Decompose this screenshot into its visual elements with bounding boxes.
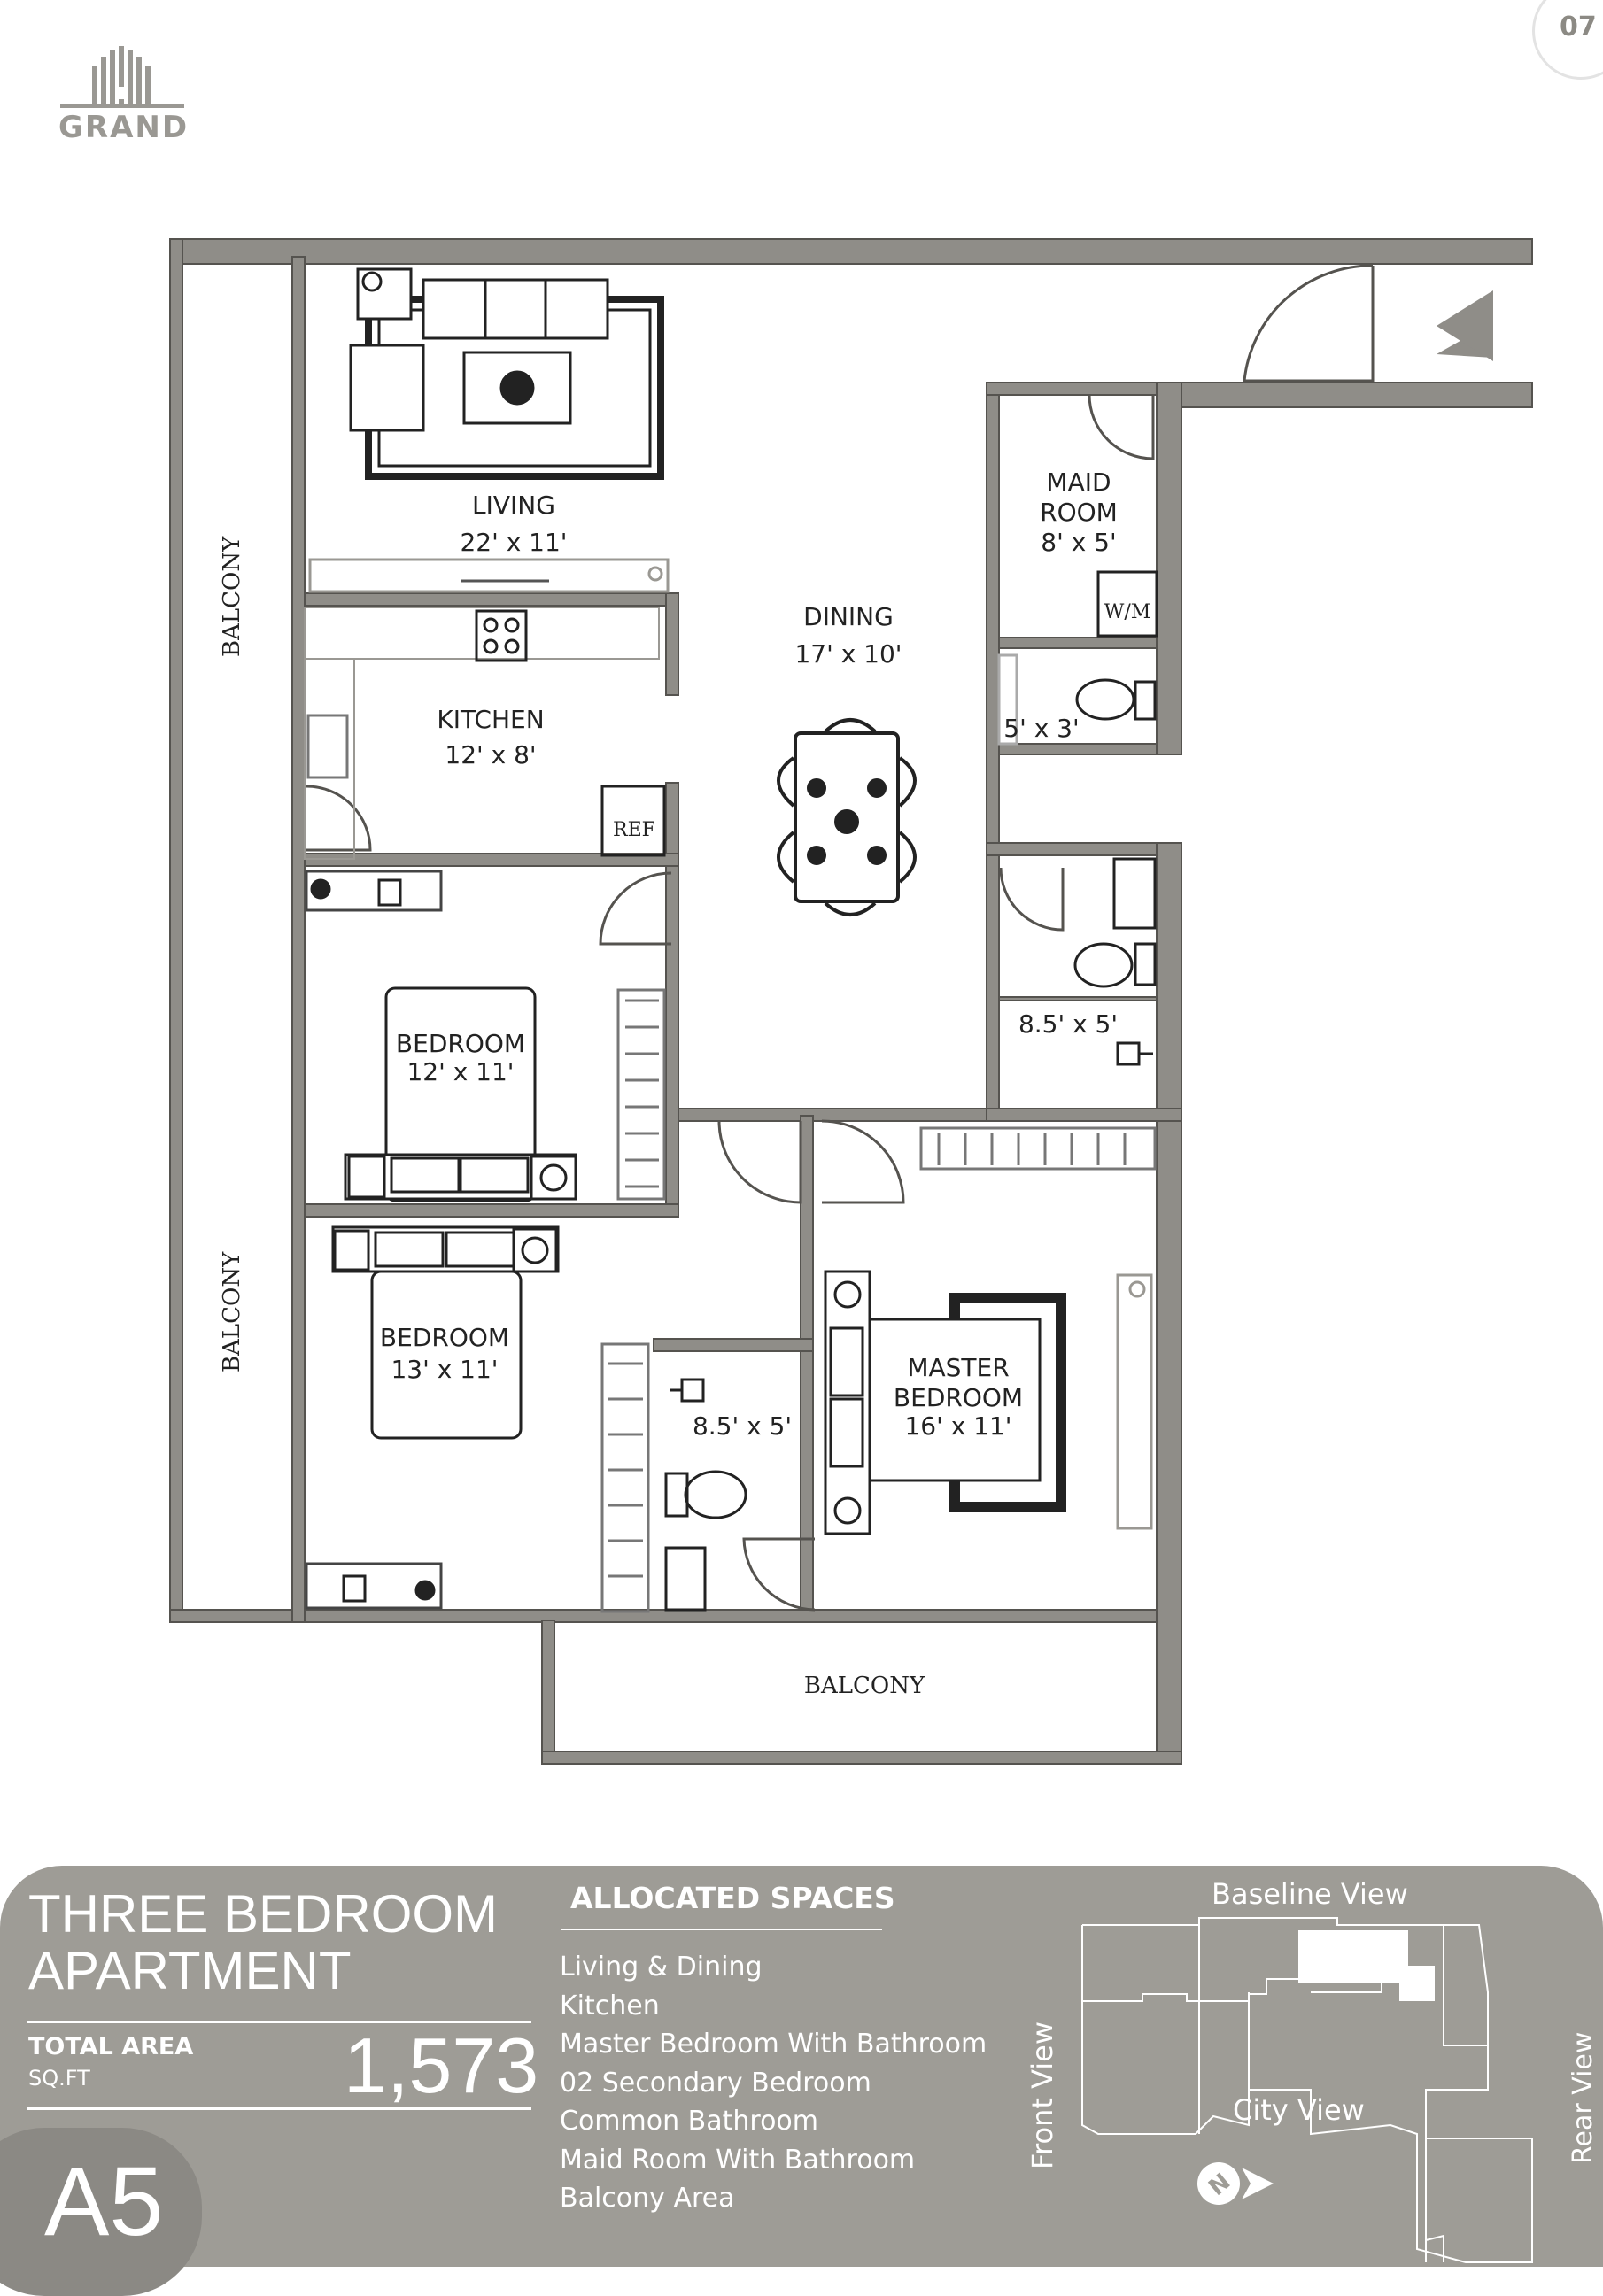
dining-size: 17' x 10' [794, 639, 902, 669]
master-label-1: MASTER [907, 1353, 1009, 1382]
wm-label: W/M [1104, 601, 1151, 623]
bedroom2-size: 13' x 11' [391, 1355, 498, 1384]
dining-label: DINING [803, 602, 894, 631]
north-arrow-icon: N [1197, 2162, 1274, 2205]
building-logo-icon [60, 46, 184, 108]
master-size: 16' x 11' [904, 1411, 1011, 1441]
apartment-title-line1: THREE BEDROOM [28, 1884, 499, 1944]
list-item: Living & Dining [560, 1952, 763, 1983]
apartment-title: THREE BEDROOM APARTMENT [28, 1886, 498, 1999]
unit-badge: A5 [0, 2128, 202, 2296]
balcony-bottom-label: BALCONY [804, 1673, 925, 1699]
area-divider [27, 2107, 531, 2110]
master-bath-size: 8.5' x 5' [693, 1411, 792, 1441]
master-furniture [824, 1126, 1157, 1535]
list-item: 02 Secondary Bedroom [560, 2067, 871, 2099]
walls [169, 238, 1533, 1765]
list-item: Kitchen [560, 1990, 660, 2022]
total-area-value: 1,573 [344, 2022, 539, 2109]
list-item: Maid Room With Bathroom [560, 2144, 916, 2176]
allocated-divider [561, 1929, 882, 1930]
key-plan [1081, 1917, 1533, 2263]
living-label: LIVING [472, 491, 555, 520]
page-number: 07 [1560, 12, 1597, 43]
dining-table [777, 718, 917, 916]
master-bath-fixtures [664, 1378, 747, 1612]
kitchen-label: KITCHEN [437, 705, 544, 734]
maid-bath-size: 5' x 3' [1003, 714, 1079, 743]
brand-name: GRAND [58, 110, 190, 145]
kitchen-size: 12' x 8' [445, 740, 536, 769]
maid-size: 8' x 5' [1041, 528, 1116, 557]
living-furniture [308, 267, 670, 593]
apartment-title-line2: APARTMENT [28, 1941, 352, 2000]
common-bath-size: 8.5' x 5' [1018, 1009, 1118, 1039]
baseline-view-label: Baseline View [1212, 1877, 1408, 1911]
title-divider [27, 2021, 531, 2023]
floor-plan: LIVING 22' x 11' DINING 17' x 10' KITCHE… [169, 238, 1533, 1765]
allocated-title: ALLOCATED SPACES [570, 1881, 895, 1915]
master-label-2: BEDROOM [894, 1383, 1023, 1412]
bedroom2-label: BEDROOM [380, 1323, 509, 1352]
balcony-top-label: BALCONY [219, 536, 245, 657]
kitchen-furniture [304, 607, 666, 860]
bedroom1-size: 12' x 11' [407, 1057, 514, 1086]
maid-fixtures [997, 570, 1158, 746]
total-area-unit: SQ.FT [28, 2066, 90, 2091]
list-item: Master Bedroom With Bathroom [560, 2029, 987, 2060]
list-item: Common Bathroom [560, 2106, 819, 2137]
bedroom2-furniture [305, 1225, 650, 1613]
room-labels: LIVING 22' x 11' DINING 17' x 10' KITCHE… [380, 468, 1118, 1441]
ref-label: REF [613, 819, 655, 841]
bedroom1-label: BEDROOM [396, 1029, 525, 1058]
rear-view-label: Rear View [1568, 2031, 1599, 2164]
list-item: Balcony Area [560, 2183, 735, 2214]
living-size: 22' x 11' [460, 528, 567, 557]
maid-label-1: MAID [1046, 468, 1111, 497]
city-view-label: City View [1233, 2093, 1365, 2127]
allocated-list: Living & Dining Kitchen Master Bedroom W… [560, 1948, 987, 2218]
common-bath-fixtures [1073, 857, 1157, 1066]
maid-label-2: ROOM [1040, 498, 1118, 527]
balcony-left-label: BALCONY [219, 1251, 245, 1372]
total-area-label: TOTAL AREA [28, 2033, 194, 2060]
bedroom1-furniture [305, 870, 666, 1202]
front-view-label: Front View [1026, 2021, 1059, 2169]
unit-code: A5 [44, 2147, 164, 2256]
